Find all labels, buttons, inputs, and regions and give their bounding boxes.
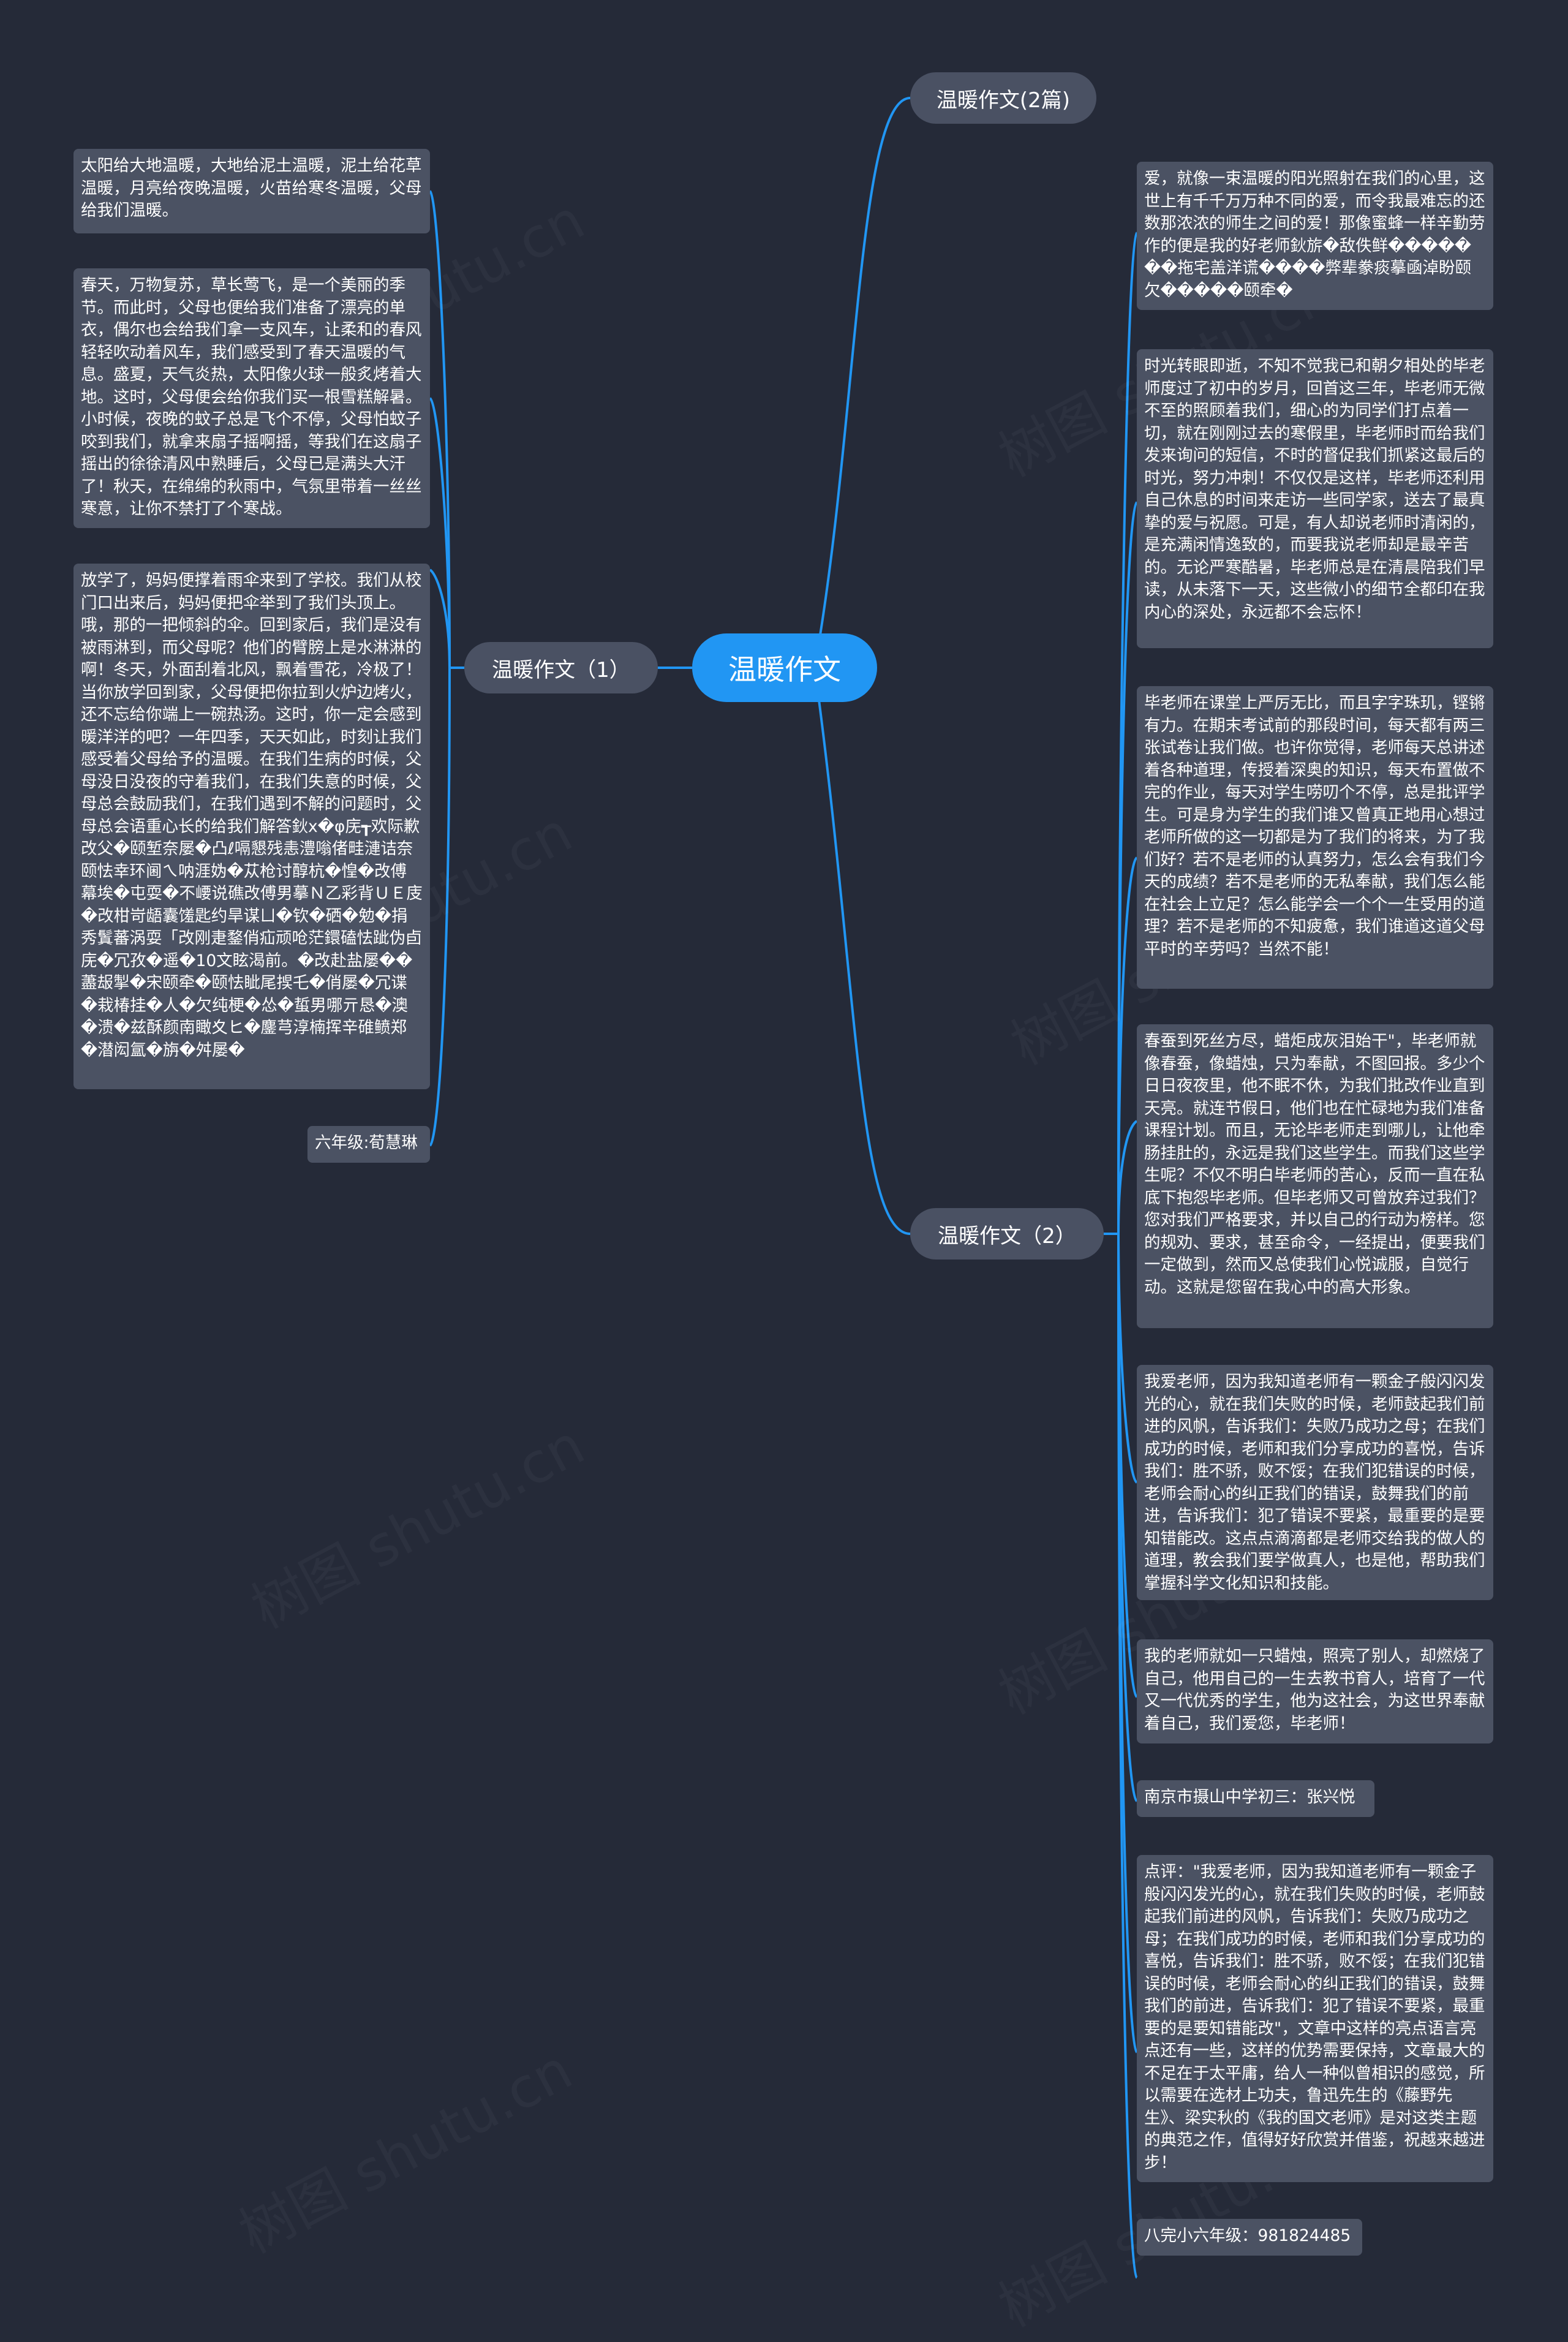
link-center-right <box>813 667 911 1235</box>
branch-top-label: 温暖作文(2篇) <box>936 88 1071 113</box>
right-leaf-3[interactable]: 毕老师在课堂上严厉无比，而且字字珠玑，铿锵有力。在期末考试前的那段时间，每天都有… <box>1137 686 1493 989</box>
left-leaf-3[interactable]: 放学了，妈妈便撑着雨伞来到了学校。我们从校门口出来后，妈妈便把伞举到了我们头顶上… <box>74 564 430 1089</box>
right-leaf-comment[interactable]: 点评："我爱老师，因为我知道老师有一颗金子般闪闪发光的心，就在我们失败的时候，老… <box>1137 1855 1493 2182</box>
link-center-top <box>813 97 911 668</box>
left-leaf-2[interactable]: 春天，万物复苏，草长莺飞，是一个美丽的季节。而此时，父母也便给我们准备了漂亮的单… <box>74 268 430 528</box>
right-leaf-5[interactable]: 我爱老师，因为我知道老师有一颗金子般闪闪发光的心，就在我们失败的时候，老师鼓起我… <box>1137 1365 1493 1600</box>
right-leaf-2[interactable]: 时光转眼即逝，不知不觉我已和朝夕相处的毕老师度过了初中的岁月，回首这三年，毕老师… <box>1137 349 1493 648</box>
right-leaf-6[interactable]: 我的老师就如一只蜡烛，照亮了别人，却燃烧了自己，他用自己的一生去教书育人，培育了… <box>1137 1639 1493 1743</box>
left-leaf-author[interactable]: 六年级:荀慧琳 <box>307 1126 430 1163</box>
branch-right[interactable]: 温暖作文（2） <box>910 1208 1104 1260</box>
branch-top[interactable]: 温暖作文(2篇) <box>910 72 1096 124</box>
right-leaf-author[interactable]: 南京市摄山中学初三：张兴悦 <box>1137 1780 1374 1817</box>
branch-left[interactable]: 温暖作文（1） <box>464 642 658 693</box>
right-leaf-source[interactable]: 八完小六年级：981824485 <box>1137 2219 1362 2256</box>
branch-right-label: 温暖作文（2） <box>938 1223 1076 1248</box>
right-leaf-4[interactable]: 春蚕到死丝方尽，蜡炬成灰泪始干"，毕老师就像春蚕，像蜡烛，只为奉献，不图回报。多… <box>1137 1024 1493 1328</box>
root-label: 温暖作文 <box>728 653 841 686</box>
root-node[interactable]: 温暖作文 <box>692 633 877 702</box>
right-leaf-1[interactable]: 爱，就像一束温暖的阳光照射在我们的心里，这世上有千千万万种不同的爱，而令我最难忘… <box>1137 162 1493 310</box>
branch-left-label: 温暖作文（1） <box>492 657 630 682</box>
left-leaf-1[interactable]: 太阳给大地温暖，大地给泥土温暖，泥土给花草温暖，月亮给夜晚温暖，火苗给寒冬温暖，… <box>74 149 430 233</box>
